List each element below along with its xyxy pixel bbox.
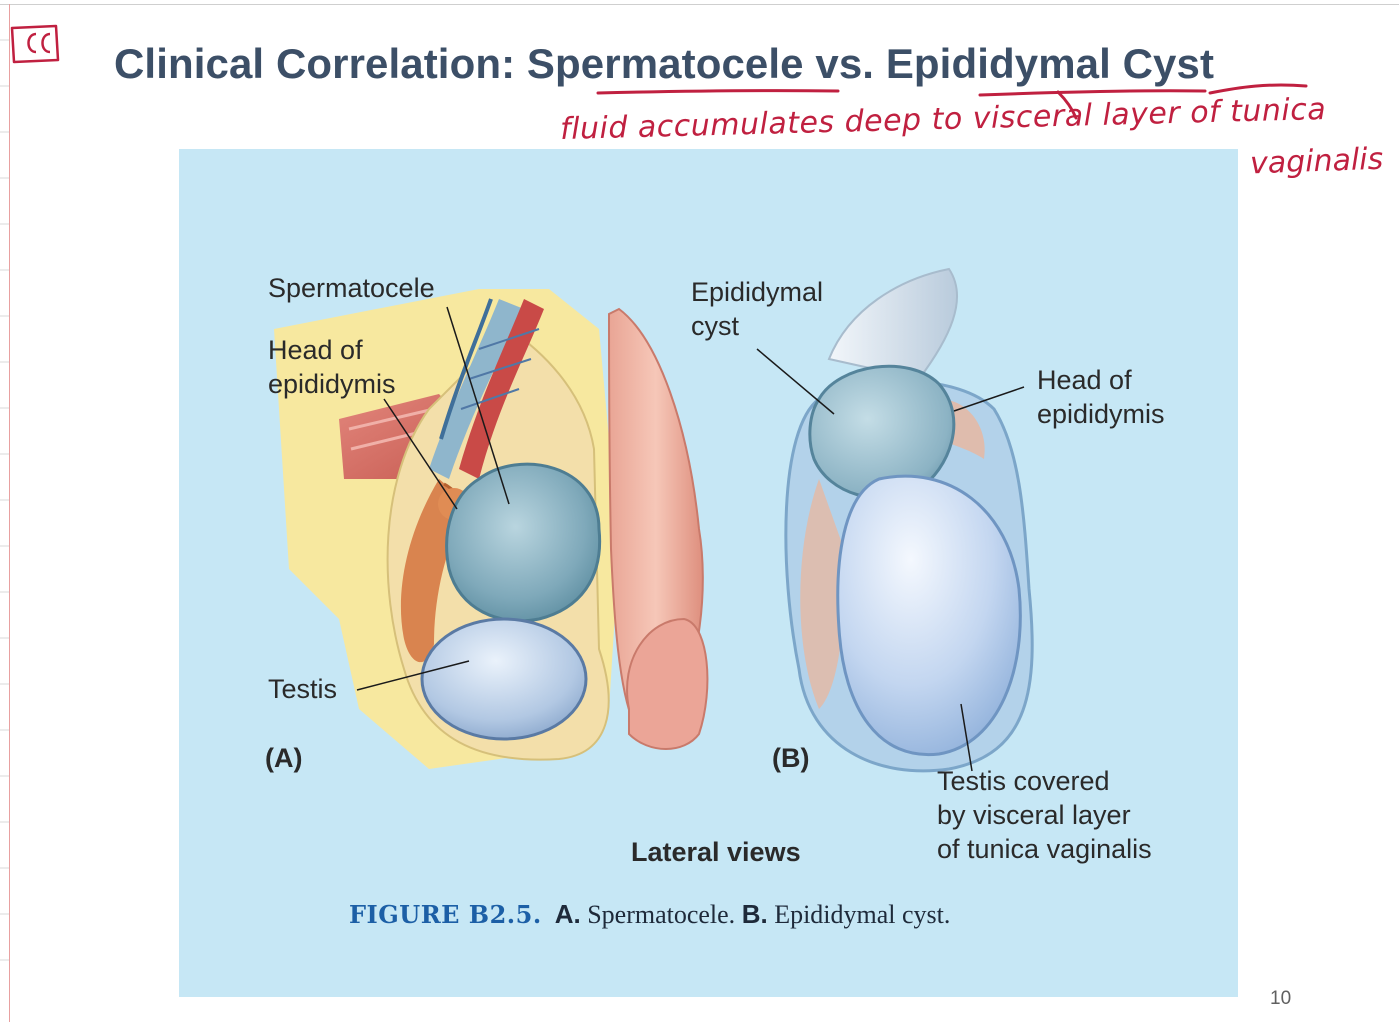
caption-b-letter: B.: [741, 899, 768, 929]
label-spermatocele: Spermatocele: [268, 273, 435, 303]
label-head-of-b-line2: epididymis: [1037, 399, 1165, 429]
panel-b-illustration: [784, 267, 1034, 773]
anatomy-illustration: [269, 267, 1034, 779]
figure-caption: FIGURE B2.5. A. Spermatocele. B. Epididy…: [349, 899, 950, 930]
label-head-of-epididymis-a: Head of epididymis: [268, 333, 396, 401]
page-number: 10: [1270, 988, 1292, 1009]
label-testis-covered-line2: by visceral layer: [937, 800, 1131, 830]
label-head-of-b-line1: Head of: [1037, 365, 1132, 395]
handwritten-note-line2: vaginalis: [1249, 141, 1384, 182]
caption-a-text: Spermatocele.: [580, 900, 742, 929]
caption-a-letter: A.: [554, 899, 581, 929]
label-testis: Testis: [268, 674, 338, 704]
caption-figure-id: FIGURE B2.5.: [349, 900, 542, 929]
label-testis-covered-line1: Testis covered: [937, 766, 1110, 796]
label-testis-covered: Testis covered by visceral layer of tuni…: [937, 764, 1152, 866]
label-head-of-epididymis-b: Head of epididymis: [1037, 363, 1165, 431]
panel-a-illustration: [269, 269, 709, 779]
notebook-margin-line: [9, 4, 10, 1022]
label-head-of-a-line1: Head of: [268, 335, 363, 365]
panel-b-marker: (B): [772, 743, 810, 773]
label-epididymal-cyst-line2: cyst: [691, 311, 740, 341]
label-head-of-a-line2: epididymis: [268, 369, 396, 399]
label-testis-covered-line3: of tunica vaginalis: [937, 834, 1152, 864]
views-label: Lateral views: [631, 837, 801, 867]
panel-a-marker: (A): [265, 743, 303, 773]
slide-title: Clinical Correlation: Spermatocele vs. E…: [114, 40, 1215, 87]
handwritten-cc-mark: CC: [10, 24, 60, 64]
page-top-rule: [0, 4, 1399, 5]
figure-panel: Spermatocele Head of epididymis Testis (…: [179, 149, 1238, 997]
caption-b-text: Epididymal cyst.: [767, 900, 951, 929]
label-epididymal-cyst-line1: Epididymal: [691, 277, 824, 307]
handwritten-note-line1: fluid accumulates deep to visceral layer…: [559, 91, 1327, 148]
leader-lines: [356, 306, 1025, 772]
label-epididymal-cyst: Epididymal cyst: [691, 275, 823, 343]
margin-ruling: [0, 39, 9, 961]
